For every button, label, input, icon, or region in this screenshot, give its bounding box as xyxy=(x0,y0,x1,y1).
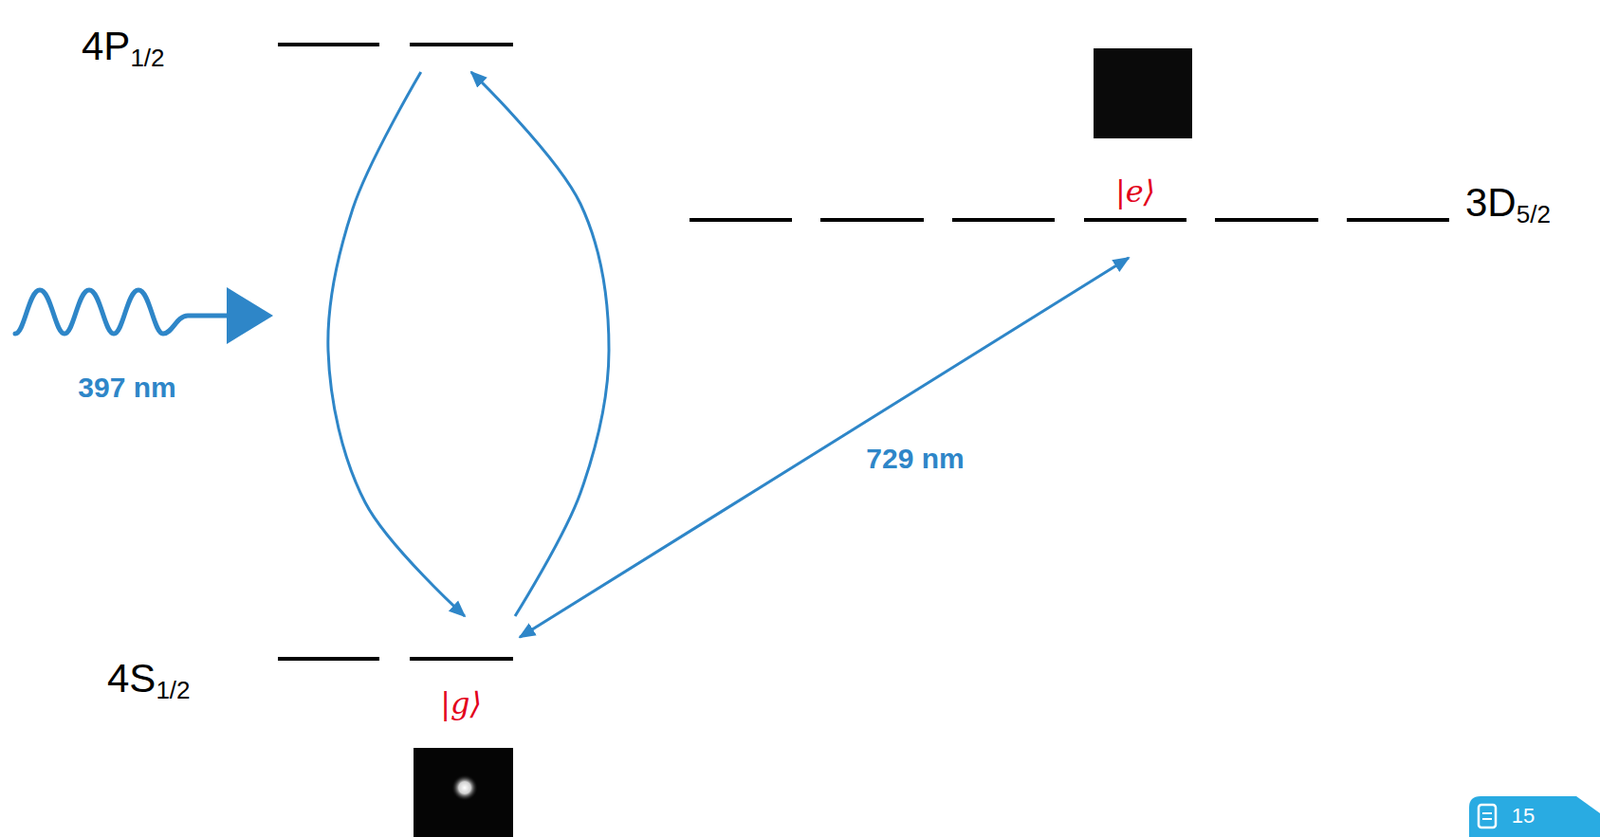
ion-fluorescence xyxy=(451,774,479,802)
energy-level: 4P1/2 xyxy=(75,3,522,73)
transition-arrow xyxy=(519,257,1129,638)
state-label: |g⟩ xyxy=(440,686,482,722)
slide-number: 15 xyxy=(1511,804,1535,828)
sublevel-line xyxy=(409,657,514,662)
state-label: |e⟩ xyxy=(1115,174,1156,210)
transition-arrow xyxy=(471,72,609,617)
energy-level: 4S1/2 |g⟩ xyxy=(94,611,536,737)
laser-wave xyxy=(15,290,234,334)
slide-number-badge xyxy=(1469,796,1600,837)
slide-icon xyxy=(1482,812,1492,815)
level-symbol: 3D xyxy=(1465,180,1517,225)
level-subscript: 1/2 xyxy=(129,43,165,73)
transition-arrow xyxy=(328,72,465,617)
sublevel-line xyxy=(689,218,792,222)
sublevel-line xyxy=(1084,218,1187,222)
level-subscript: 5/2 xyxy=(1516,200,1551,229)
slide-icon xyxy=(1482,818,1492,821)
level-symbol: 4P xyxy=(81,23,130,69)
sublevel-line xyxy=(1346,218,1450,222)
energy-level: 3D5/2 |e⟩ xyxy=(682,151,1594,271)
sublevel-line xyxy=(277,42,380,47)
sublevel-line xyxy=(409,42,514,47)
sublevel-line xyxy=(820,218,924,222)
bright-ion-image xyxy=(413,748,514,837)
wavelength-label: 729 nm xyxy=(865,442,964,477)
level-name: 4S1/2 xyxy=(107,659,191,699)
laser-arrowhead xyxy=(226,287,274,345)
sublevel-line xyxy=(1214,218,1319,222)
sublevel: |e⟩ xyxy=(1081,163,1194,258)
sublevel-line xyxy=(952,218,1055,222)
level-symbol: 4S xyxy=(107,656,156,701)
level-name: 3D5/2 xyxy=(1465,183,1551,223)
dark-ion-image xyxy=(1093,48,1193,139)
sublevel-line xyxy=(277,657,380,662)
level-name: 4P1/2 xyxy=(81,26,166,67)
wavelength-label: 397 nm xyxy=(77,371,176,405)
sublevel: |g⟩ xyxy=(407,616,520,731)
level-subscript: 1/2 xyxy=(155,676,190,705)
slide-icon xyxy=(1478,805,1496,828)
